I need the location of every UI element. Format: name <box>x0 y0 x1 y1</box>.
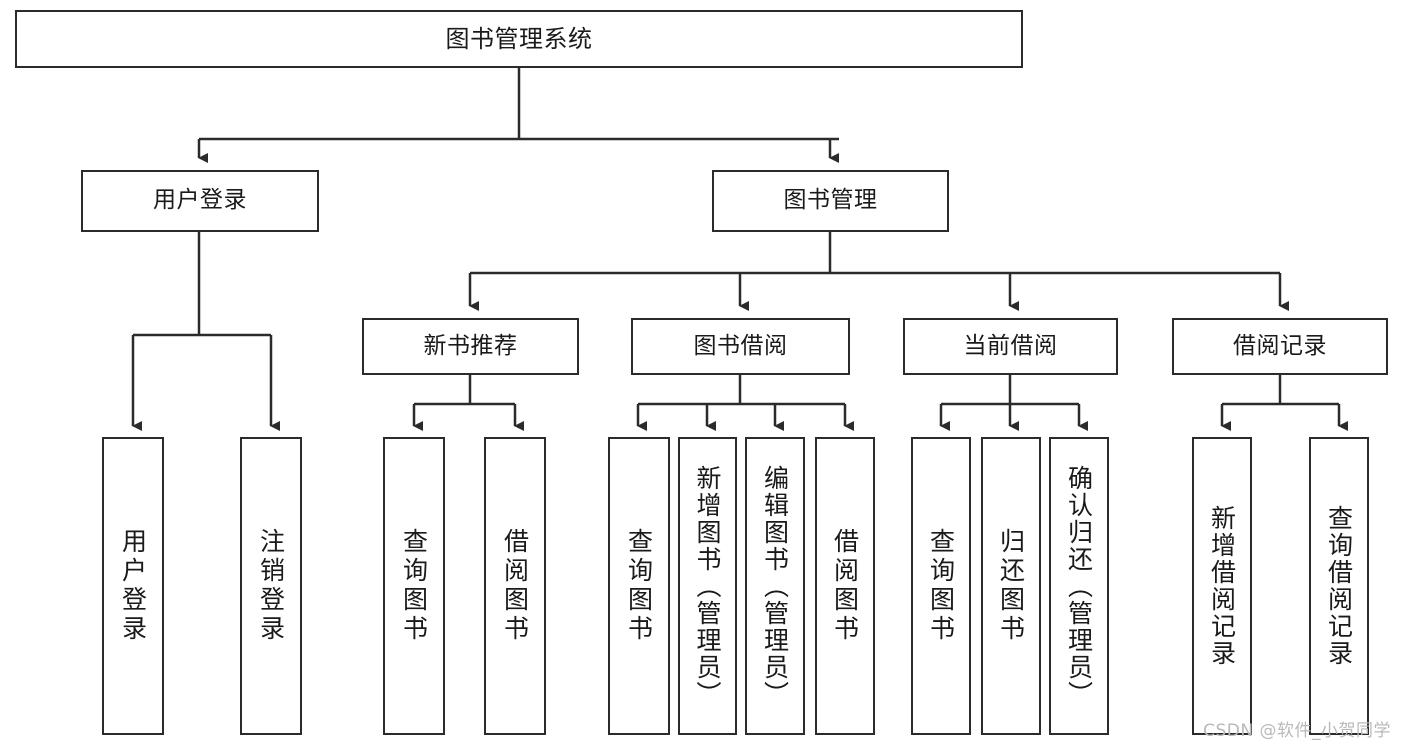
node-user-login-label: 用户登录 <box>153 187 247 214</box>
node-new-book-recommend-label: 新书推荐 <box>423 332 518 359</box>
node-root-label: 图书管理系统 <box>445 24 593 53</box>
node-current-borrow[interactable]: 当前借阅 <box>903 318 1118 375</box>
leaf-logout[interactable]: 注销登录 <box>240 437 302 735</box>
leaf-logout-label: 注销登录 <box>256 528 286 644</box>
leaf-nb-borrow-book[interactable]: 借阅图书 <box>484 437 546 735</box>
leaf-nb-query-book[interactable]: 查询图书 <box>383 437 445 735</box>
leaf-cb-return-book-label: 归还图书 <box>996 528 1026 644</box>
node-book-management-label: 图书管理 <box>783 187 878 214</box>
csdn-watermark: CSDN @软件_小贺同学 <box>1203 721 1391 741</box>
leaf-bb-edit-book-label: 编辑图书（管理员） <box>760 464 790 708</box>
node-borrow-record-label: 借阅记录 <box>1233 332 1327 359</box>
leaf-br-query-record-label: 查询借阅记录 <box>1324 505 1354 667</box>
node-root-library-system[interactable]: 图书管理系统 <box>15 10 1023 68</box>
leaf-nb-borrow-book-label: 借阅图书 <box>500 528 530 644</box>
leaf-cb-confirm-return[interactable]: 确认归还（管理员） <box>1049 437 1109 735</box>
node-borrow-record[interactable]: 借阅记录 <box>1172 318 1388 375</box>
leaf-bb-add-book[interactable]: 新增图书（管理员） <box>678 437 737 735</box>
leaf-br-add-record[interactable]: 新增借阅记录 <box>1192 437 1252 735</box>
leaf-bb-borrow-book[interactable]: 借阅图书 <box>815 437 875 735</box>
leaf-bb-query-book[interactable]: 查询图书 <box>608 437 670 735</box>
leaf-bb-borrow-book-label: 借阅图书 <box>830 528 860 644</box>
leaf-cb-query-book-label: 查询图书 <box>926 528 956 644</box>
leaf-cb-query-book[interactable]: 查询图书 <box>911 437 971 735</box>
leaf-cb-return-book[interactable]: 归还图书 <box>981 437 1041 735</box>
leaf-nb-query-book-label: 查询图书 <box>399 528 429 644</box>
node-book-management[interactable]: 图书管理 <box>712 170 949 232</box>
node-current-borrow-label: 当前借阅 <box>963 332 1058 359</box>
leaf-user-login-label: 用户登录 <box>118 528 148 644</box>
node-book-borrow-label: 图书借阅 <box>693 332 788 359</box>
leaf-bb-edit-book[interactable]: 编辑图书（管理员） <box>745 437 805 735</box>
leaf-user-login[interactable]: 用户登录 <box>102 437 164 735</box>
node-new-book-recommend[interactable]: 新书推荐 <box>362 318 579 375</box>
leaf-cb-confirm-return-label: 确认归还（管理员） <box>1064 464 1094 708</box>
leaf-br-query-record[interactable]: 查询借阅记录 <box>1309 437 1369 735</box>
leaf-bb-add-book-label: 新增图书（管理员） <box>693 464 722 708</box>
leaf-bb-query-book-label: 查询图书 <box>624 528 654 644</box>
node-book-borrow[interactable]: 图书借阅 <box>631 318 850 375</box>
leaf-br-add-record-label: 新增借阅记录 <box>1207 505 1237 667</box>
node-user-login[interactable]: 用户登录 <box>81 170 319 232</box>
